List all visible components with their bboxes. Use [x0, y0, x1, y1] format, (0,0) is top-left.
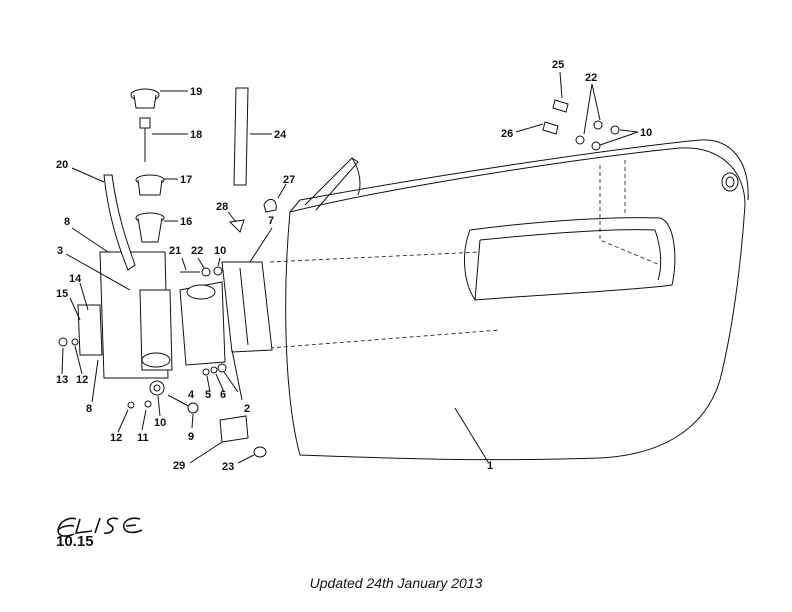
- elise-logo: [57, 517, 143, 537]
- part-label: 28: [216, 201, 228, 213]
- part-label: 16: [180, 216, 192, 228]
- hinge-assembly: [77, 174, 273, 379]
- part-label: 5: [205, 389, 211, 401]
- part-label: 11: [137, 432, 149, 444]
- part-label: 10: [154, 417, 166, 429]
- part-label: 9: [188, 431, 194, 443]
- part-label: 23: [222, 461, 234, 473]
- part-label: 4: [188, 389, 195, 401]
- part-label: 19: [190, 86, 202, 98]
- part-label: 17: [180, 174, 192, 186]
- part-label: 6: [220, 389, 226, 401]
- part-label: 10: [214, 245, 226, 257]
- door-panel: [269, 139, 749, 461]
- part-label: 18: [190, 129, 202, 141]
- part-label: 2: [244, 403, 250, 415]
- part-label: 12: [76, 374, 88, 386]
- part-label: 29: [173, 460, 185, 472]
- leader-lines: [61, 71, 639, 464]
- part-label: 22: [585, 72, 597, 84]
- part-number-labels: 1 2 3 4 5 6 7 8 8 9 10 10 10 11 12 12 13…: [56, 59, 652, 473]
- part-label: 25: [552, 59, 564, 71]
- part-label: 12: [110, 432, 122, 444]
- part-label: 14: [69, 273, 82, 285]
- hardware-parts: [58, 87, 620, 458]
- part-label: 7: [268, 215, 274, 227]
- part-label: 8: [64, 216, 70, 228]
- part-label: 13: [56, 374, 68, 386]
- part-label: 1: [487, 460, 493, 472]
- updated-date: Updated 24th January 2013: [309, 575, 483, 591]
- part-label: 10: [640, 127, 652, 139]
- page-code: 10.15: [56, 533, 94, 550]
- part-label: 27: [283, 174, 295, 186]
- part-label: 20: [56, 159, 68, 171]
- part-label: 3: [57, 245, 63, 257]
- part-label: 22: [191, 245, 203, 257]
- part-label: 24: [274, 129, 287, 141]
- part-label: 21: [169, 245, 181, 257]
- part-label: 26: [501, 128, 513, 140]
- part-label: 15: [56, 288, 68, 300]
- part-label: 8: [86, 403, 92, 415]
